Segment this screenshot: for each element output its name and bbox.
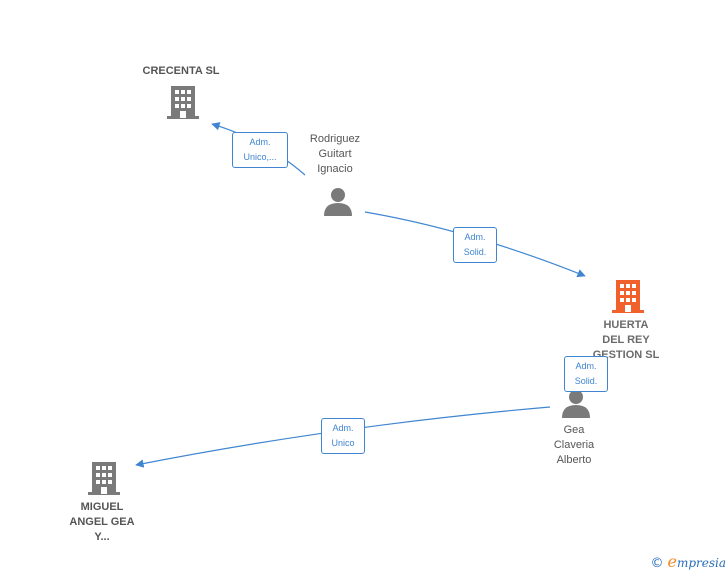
role-badge-gea-huerta[interactable]: Adm. Solid. (564, 356, 608, 392)
brand-name: mpresia (676, 556, 726, 570)
huerta-label[interactable]: HUERTA DEL REY GESTION SL (576, 318, 676, 363)
gea-line-3: Alberto (556, 454, 592, 466)
role-badge-rodriguez-huerta[interactable]: Adm. Solid. (453, 227, 497, 263)
building-icon-main[interactable] (612, 278, 644, 314)
miguel-line-3: Y... (94, 531, 110, 543)
copyright-icon: © (650, 556, 664, 571)
rodriguez-line-1: Rodriguez (309, 133, 361, 145)
role-badge-gea-miguel[interactable]: Adm. Unico (321, 418, 365, 454)
person-icon-gea[interactable] (561, 388, 591, 418)
miguel-line-1: MIGUEL (80, 501, 124, 513)
role-line: Adm. (332, 423, 354, 433)
huerta-line-1: HUERTA (603, 319, 649, 331)
crecenta-label[interactable]: CRECENTA SL (142, 65, 220, 77)
building-icon[interactable] (167, 84, 199, 120)
gea-label[interactable]: Gea Claveria Alberto (534, 423, 614, 468)
role-line: Unico (331, 438, 355, 448)
rodriguez-label[interactable]: Rodriguez Guitart Ignacio (295, 132, 375, 177)
person-icon[interactable] (323, 186, 353, 216)
rodriguez-line-2: Guitart (318, 148, 352, 160)
huerta-line-3: GESTION SL (592, 349, 660, 361)
huerta-line-2: DEL REY (602, 334, 650, 346)
rodriguez-line-3: Ignacio (317, 163, 353, 175)
miguel-line-2: ANGEL GEA (69, 516, 135, 528)
role-line: Adm. (464, 232, 486, 242)
building-icon-miguel[interactable] (88, 460, 120, 496)
role-line: Adm. (249, 137, 271, 147)
brand-initial: e (667, 552, 677, 571)
role-line: Unico,... (243, 152, 277, 162)
role-line: Solid. (463, 247, 487, 257)
role-line: Adm. (575, 361, 597, 371)
miguel-label[interactable]: MIGUEL ANGEL GEA Y... (52, 500, 152, 545)
brand-footer[interactable]: ©empresia (650, 552, 726, 571)
gea-line-1: Gea (563, 424, 585, 436)
role-line: Solid. (574, 376, 598, 386)
role-badge-rodriguez-crecenta[interactable]: Adm. Unico,... (232, 132, 288, 168)
gea-line-2: Claveria (553, 439, 595, 451)
